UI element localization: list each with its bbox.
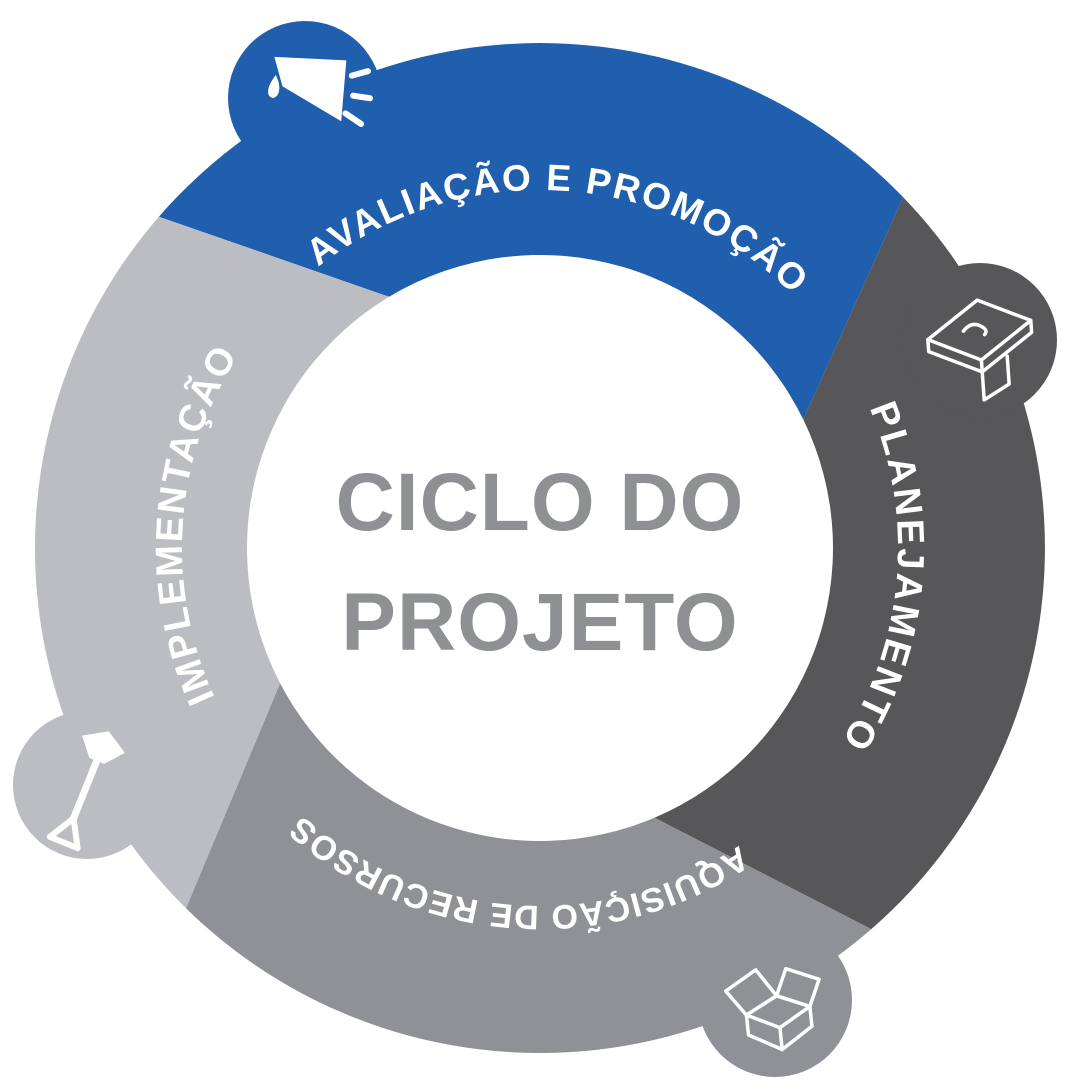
- megaphone-icon: [268, 56, 374, 127]
- blueprint-box-icon: [926, 298, 1034, 402]
- planejamento-icon-circle: [903, 263, 1057, 417]
- center-title-line2: PROJETO: [341, 577, 738, 668]
- aquisicao-icon-circle: [698, 923, 852, 1077]
- center-title-line1: CICLO DO: [336, 457, 745, 548]
- shovel-icon: [46, 731, 125, 852]
- open-box-icon: [724, 966, 821, 1052]
- segment-aquisicao-recursos: [186, 683, 872, 1054]
